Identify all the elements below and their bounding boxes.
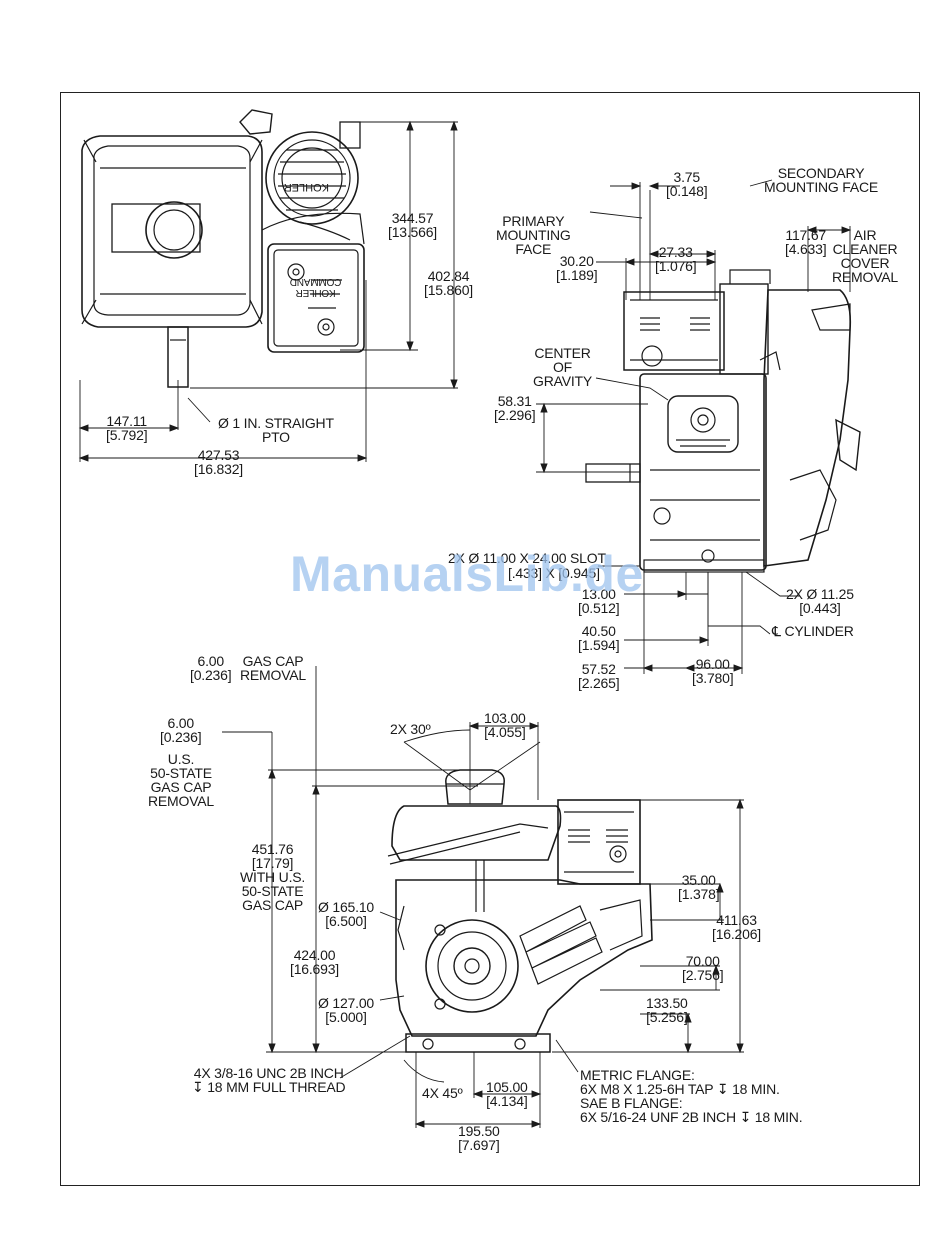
dim-411-63-label: 411.63[16.206] xyxy=(712,912,761,942)
dim-35-label: 35.00[1.378] xyxy=(678,872,720,902)
slot-callout: 2X Ø 11.00 X 24.00 SLOT xyxy=(448,550,606,566)
dim-195-50-label: 195.50[7.697] xyxy=(458,1123,500,1153)
air-cleaner-label: AIR CLEANER COVER REMOVAL xyxy=(832,227,899,285)
command-label-plate: KOHLER COMMAND xyxy=(290,276,342,298)
angle-45-callout: 4X 45º xyxy=(422,1085,463,1101)
dim-451-76-label: 451.76 [17.79] WITH U.S. 50-STATE GAS CA… xyxy=(240,841,306,913)
kohler-logo-text: KOHLER xyxy=(284,181,329,193)
dim-13-00-label: 13.00[0.512] xyxy=(578,586,620,616)
dim-402-84-label: 402.84[15.860] xyxy=(424,268,473,298)
dim-27-33-label: 27.33[1.076] xyxy=(655,244,697,274)
dim-127-label: Ø 127.00[5.000] xyxy=(318,995,374,1025)
cylinder-centerline-label: ℄ CYLINDER xyxy=(772,623,854,639)
dim-57-52-label: 57.52[2.265] xyxy=(578,661,620,691)
drawing-frame xyxy=(60,92,920,1186)
dim-103-label: 103.00[4.055] xyxy=(484,710,526,740)
dim-70-label: 70.00[2.756] xyxy=(682,953,724,983)
angle-30-callout: 2X 30º xyxy=(390,721,431,737)
dim-424-label: 424.00[16.693] xyxy=(290,947,339,977)
front-view-dimensions xyxy=(222,666,744,1128)
dim-58-31-label: 58.31[2.296] xyxy=(494,393,536,423)
watermark: ManualsLib.de xyxy=(290,546,644,602)
dim-117-67-label: 117.67[4.633] xyxy=(785,227,827,257)
dim-96-00-label: 96.00[3.780] xyxy=(692,656,734,686)
flange-note: METRIC FLANGE: 6X M8 X 1.25-6H TAP ↧ 18 … xyxy=(580,1067,803,1125)
dim-30-20-label: 30.20[1.189] xyxy=(556,253,598,283)
thread-callout: 4X 3/8-16 UNC 2B INCH ↧ 18 MM FULL THREA… xyxy=(192,1065,346,1095)
dim-40-50-label: 40.50[1.594] xyxy=(578,623,620,653)
dim-165-10-label: Ø 165.10[6.500] xyxy=(318,899,374,929)
dim-427-53-label: 427.53[16.832] xyxy=(194,447,243,477)
dim-344-57-label: 344.57[13.566] xyxy=(388,210,437,240)
slot-callout-inch: [.433] X [0.945] xyxy=(508,565,600,581)
gas-cap-removal-label: GAS CAP REMOVAL xyxy=(240,653,307,683)
front-view-engine xyxy=(387,769,653,1053)
dim-105-label: 105.00[4.134] xyxy=(486,1079,528,1109)
dim-us-gas-cap-label: 6.00[0.236] xyxy=(160,715,202,745)
side-view-dimensions xyxy=(536,179,852,674)
center-of-gravity-label: CENTER OF GRAVITY xyxy=(533,345,593,389)
dim-gas-cap-label: 6.00[0.236] xyxy=(190,653,232,683)
primary-mounting-face-label: PRIMARY MOUNTING FACE xyxy=(496,213,571,257)
dim-147-11-label: 147.11[5.792] xyxy=(106,413,148,443)
hole-callout: 2X Ø 11.25[0.443] xyxy=(786,586,854,616)
top-view-engine: KOHLER xyxy=(81,109,365,388)
pto-callout: Ø 1 IN. STRAIGHT PTO xyxy=(218,415,334,445)
top-view-dimensions xyxy=(78,120,458,462)
dim-3-75-label: 3.75[0.148] xyxy=(666,169,708,199)
side-view-engine xyxy=(585,269,861,573)
dim-133-50-label: 133.50[5.256] xyxy=(646,995,688,1025)
secondary-mounting-face-label: SECONDARY MOUNTING FACE xyxy=(764,165,879,195)
us-gas-cap-label: U.S. 50-STATE GAS CAP REMOVAL xyxy=(148,751,215,809)
